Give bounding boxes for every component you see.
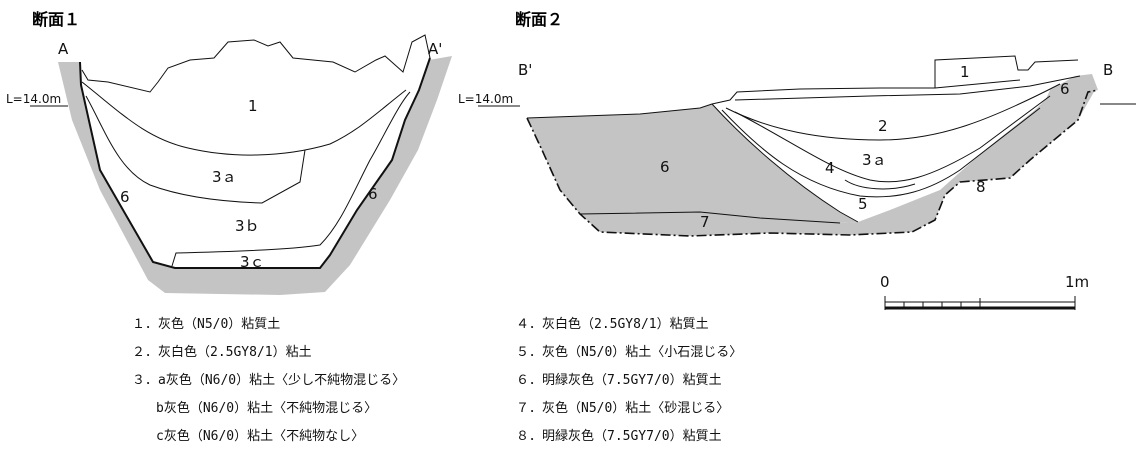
section1-layer-label: 1 <box>248 97 258 115</box>
section2-point-left: B' <box>518 61 532 79</box>
legend-item: ３．a灰色（N6/0）粘土〈少し不純物混じる〉 <box>132 372 405 388</box>
scale-start-label: 0 <box>880 273 890 291</box>
legend-item: １．灰色（N5/0）粘質土 <box>132 316 280 332</box>
section2-layer-label: 4 <box>825 159 835 177</box>
section1-layer-label: 3ｃ <box>240 253 265 271</box>
section2-title: 断面２ <box>515 10 563 29</box>
section2-layer-label: 2 <box>878 117 888 135</box>
section1-title: 断面１ <box>32 10 80 29</box>
section1-boundary-1-3a <box>81 81 407 156</box>
legend-item: c灰色（N6/0）粘土〈不純物なし〉 <box>156 428 364 444</box>
section1-layer-label: 3ｂ <box>235 217 260 235</box>
section1-level-label: L=14.0m <box>6 92 61 106</box>
section2-layer-label: 6 <box>660 158 670 176</box>
section1-pit-boundary <box>79 57 431 269</box>
legend-item: ２．灰白色（2.5GY8/1）粘土 <box>132 344 312 360</box>
section2-boundary-6-7 <box>579 211 841 224</box>
section2-boundary-3a-4 <box>734 95 1051 183</box>
section2-boundary-4-5 <box>721 107 1041 198</box>
section2-layer-label: 1 <box>960 63 970 81</box>
legend-item: ４．灰白色（2.5GY8/1）粘質土 <box>516 316 709 332</box>
legend-item: ５．灰色（N5/0）粘土〈小石混じる〉 <box>516 344 742 360</box>
legend-item: ６．明緑灰色（7.5GY7/0）粘質土 <box>516 372 722 388</box>
section1-layer-label: 6 <box>368 185 378 203</box>
legend-item: b灰色（N6/0）粘土〈不純物混じる〉 <box>156 400 377 416</box>
scale-end-label: 1m <box>1065 273 1089 291</box>
section2-point-right: B <box>1103 61 1113 79</box>
section1-layer-label: 3ａ <box>212 168 237 186</box>
section2-boundary-6 <box>711 103 859 223</box>
section2-layer-label: 8 <box>976 178 986 196</box>
section1-boundary-3a-3b <box>85 95 306 204</box>
section2-level-label: L=14.0m <box>458 92 513 106</box>
section1-top-surface <box>81 34 431 93</box>
section2-layer-label: 6 <box>1060 80 1070 98</box>
section1-point-right: A' <box>428 40 442 58</box>
section1-point-left: A <box>58 40 69 58</box>
section2-layer6-shade-left <box>527 104 858 223</box>
section2-layer1-base <box>934 79 1021 89</box>
legend-item: ８．明緑灰色（7.5GY7/0）粘質土 <box>516 428 722 444</box>
section2-layer-label: 5 <box>858 195 868 213</box>
section1-layer6-shade <box>58 56 452 295</box>
section2-layer6-shade-right <box>1040 74 1098 130</box>
section2-layer-label: 3ａ <box>862 151 887 169</box>
section2-boundary-1-2 <box>734 75 1081 101</box>
section2-top-surface <box>526 55 1079 119</box>
section1-boundary-3b-3c <box>171 91 411 267</box>
section2-boundary-5 <box>844 179 916 190</box>
legend-item: ７．灰色（N5/0）粘土〈砂混じる〉 <box>516 400 729 416</box>
section1-layer-label: 6 <box>120 188 130 206</box>
section2-boundary-2-3a <box>725 83 1061 141</box>
section2-layer-label: 7 <box>700 213 710 231</box>
scale-bar <box>884 296 1076 310</box>
section2-layer7-shade <box>580 78 1095 236</box>
